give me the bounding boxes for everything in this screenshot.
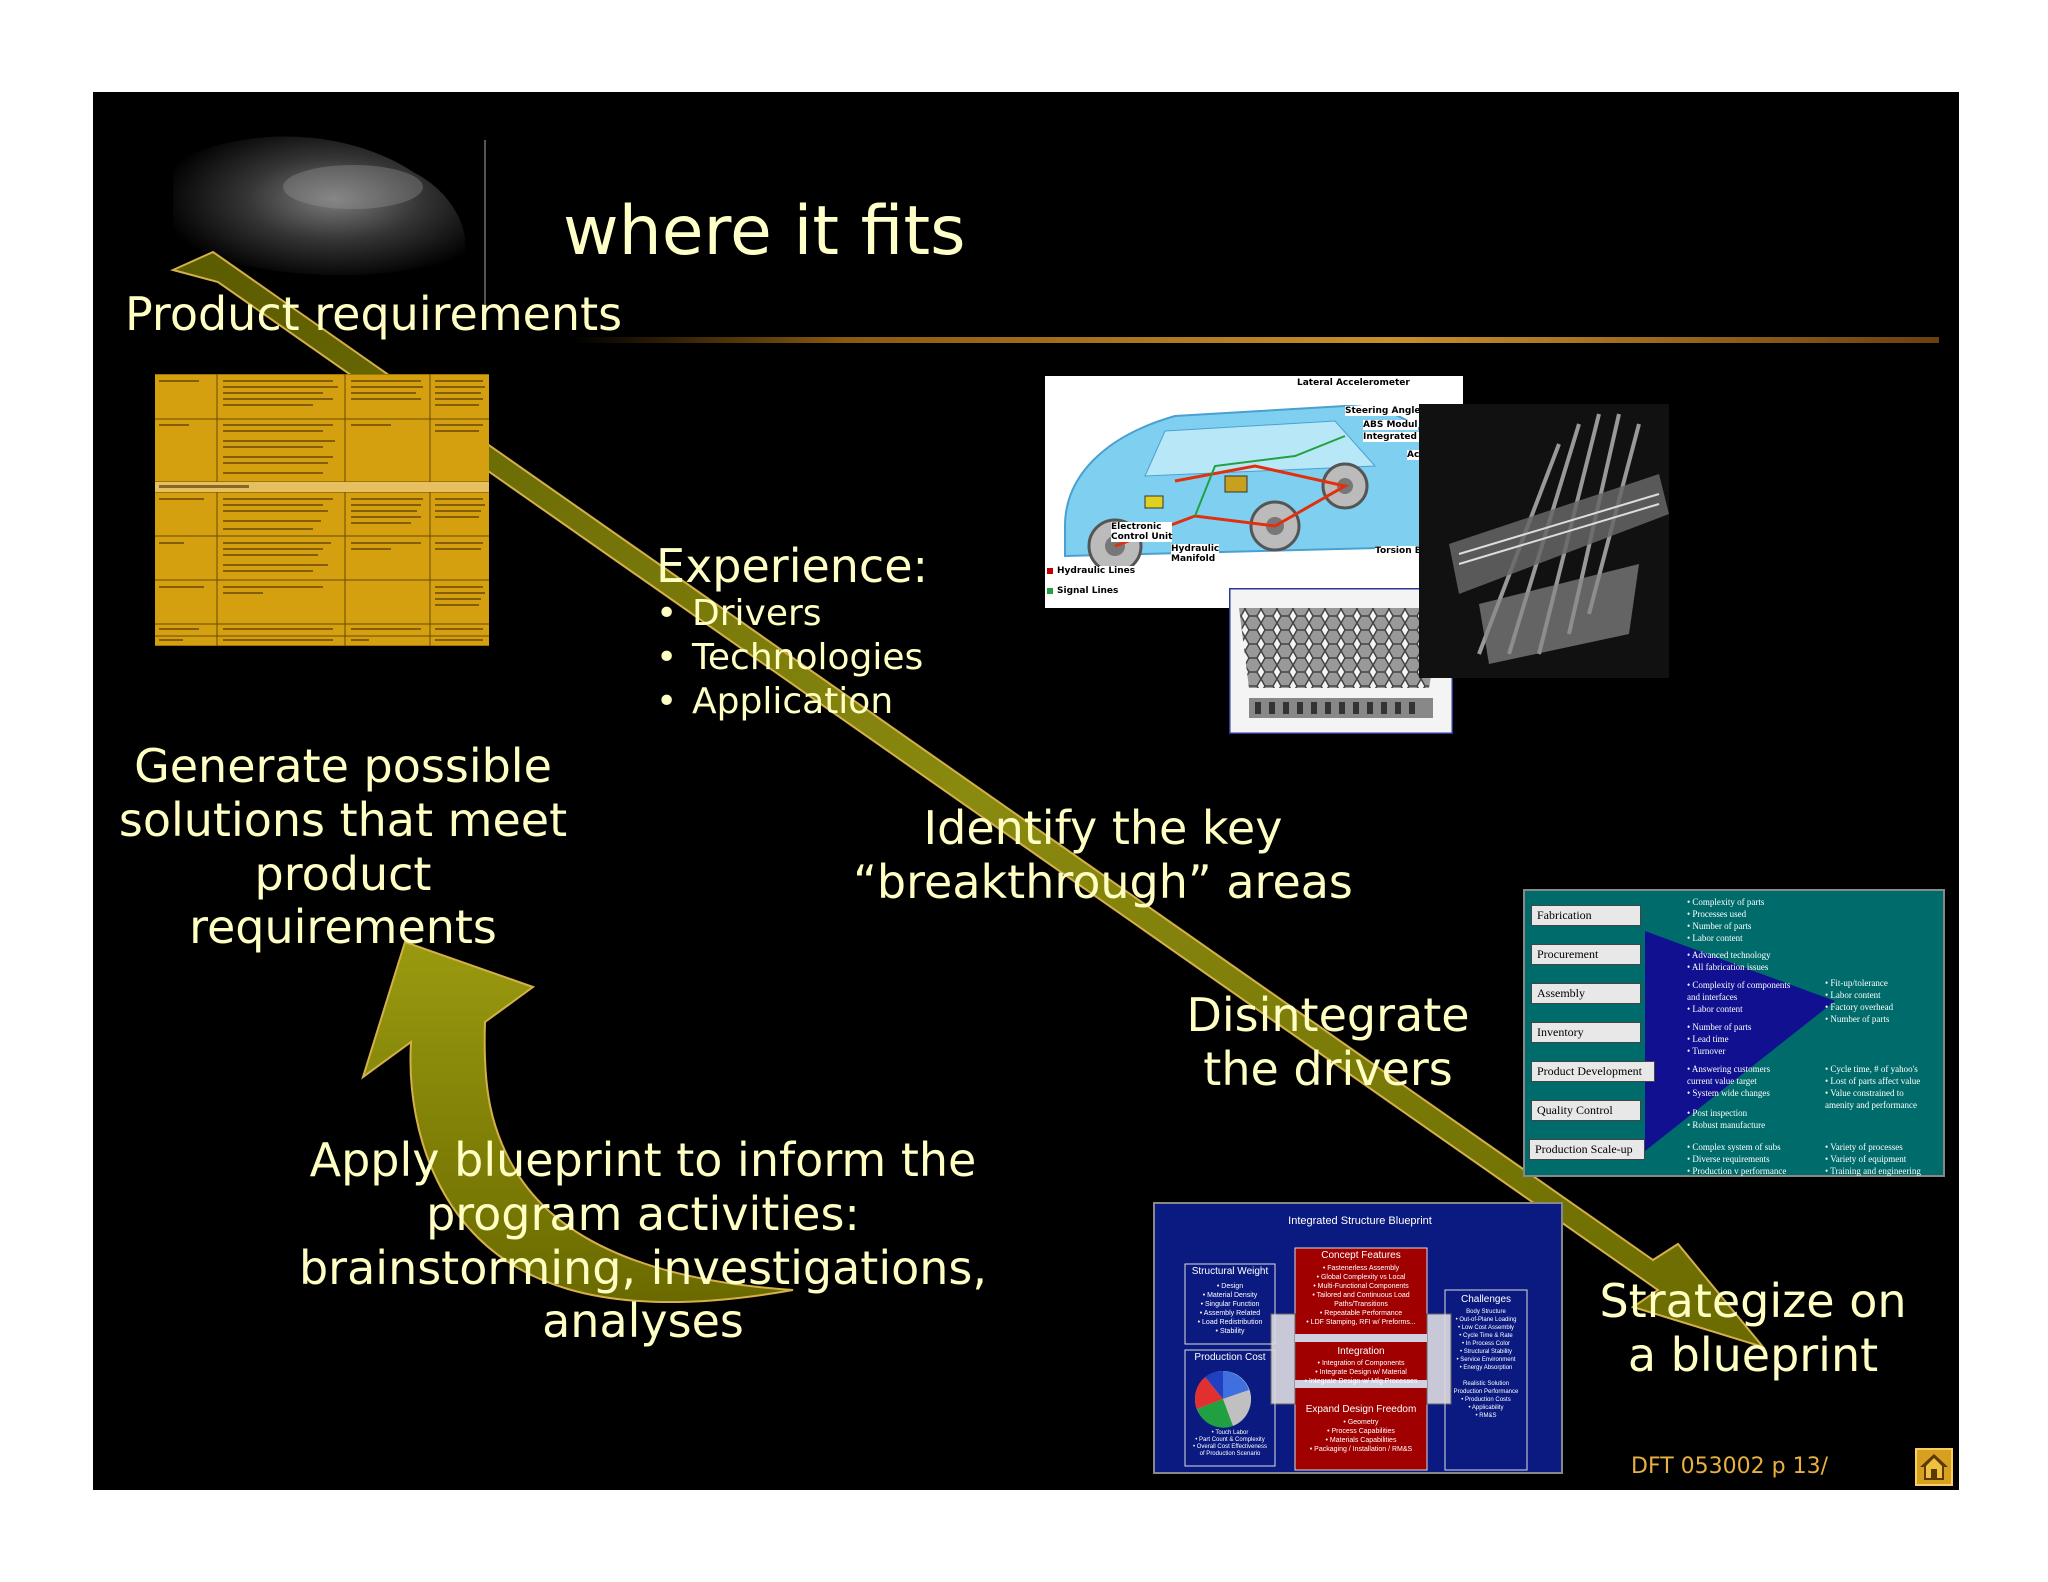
driver-right-note-2: • Variety of processes • Variety of equi… xyxy=(1825,1142,1921,1176)
driver-right-note-0: • Fit-up/tolerance • Labor content • Fac… xyxy=(1825,978,1894,1024)
slide-title: where it fits xyxy=(563,192,966,271)
driver-note-3: • Number of parts • Lead time • Turnover xyxy=(1687,1022,1752,1056)
driver-label-quality-control: Quality Control xyxy=(1531,1100,1641,1121)
home-icon[interactable] xyxy=(1915,1448,1953,1486)
driver-note-6: • Complex system of subs • Diverse requi… xyxy=(1687,1142,1787,1176)
blueprint-expand: Expand Design Freedom xyxy=(1305,1404,1417,1415)
composite-structure-photo xyxy=(1419,404,1669,678)
car-photo-icon xyxy=(173,136,466,276)
experience-item-drivers: Drivers xyxy=(656,592,923,636)
blueprint-structural-weight: Structural Weight xyxy=(1191,1266,1269,1277)
slide: where it fits Product requirements xyxy=(93,92,1959,1490)
title-underline xyxy=(573,337,1939,343)
driver-label-inventory: Inventory xyxy=(1531,1022,1641,1043)
legend-hydraulic: Hydraulic Lines xyxy=(1057,566,1136,576)
strategize-blueprint-text: Strategize on a blueprint xyxy=(1599,1274,1907,1382)
footer-page-ref: DFT 053002 p 13/ xyxy=(1631,1454,1828,1479)
legend-signal: Signal Lines xyxy=(1057,586,1119,596)
vehicle-label-steering: Steering Angle xyxy=(1345,406,1421,416)
blueprint-integration: Integration xyxy=(1337,1346,1385,1357)
vehicle-label-manifold: Hydraulic Manifold xyxy=(1171,544,1220,564)
driver-note-0: • Complexity of parts • Processes used •… xyxy=(1687,897,1765,943)
vehicle-label-integrated: Integrated C xyxy=(1363,432,1427,442)
blueprint-production-cost: Production Cost xyxy=(1194,1352,1266,1363)
experience-item-technologies: Technologies xyxy=(656,636,923,680)
experience-list: Drivers Technologies Application xyxy=(656,592,923,724)
driver-right-note-1: • Cycle time, # of yahoo's • Lost of par… xyxy=(1825,1064,1921,1110)
disintegrate-drivers-text: Disintegrate the drivers xyxy=(1186,988,1470,1096)
drivers-table: Fabrication Procurement Assembly Invento… xyxy=(1523,889,1945,1177)
blueprint-concept-features: Concept Features xyxy=(1321,1250,1401,1261)
driver-note-4: • Answering customers current value targ… xyxy=(1687,1064,1771,1098)
honeycomb-panel-image xyxy=(1229,588,1453,734)
driver-note-1: • Advanced technology • All fabrication … xyxy=(1687,950,1771,972)
vehicle-label-torsion: Torsion B xyxy=(1375,546,1422,556)
blueprint-integration-items: • Integration of Components • Integrate … xyxy=(1304,1360,1418,1385)
vehicle-label-ac: Ac xyxy=(1407,450,1420,460)
driver-label-assembly: Assembly xyxy=(1531,983,1641,1004)
experience-heading: Experience: xyxy=(656,539,929,593)
generate-solutions-text: Generate possible solutions that meet pr… xyxy=(118,739,568,955)
feedback-curve-arrow xyxy=(361,940,794,1304)
vehicle-label-ecu: Electronic Control Unit xyxy=(1111,522,1173,542)
requirements-table-image xyxy=(155,374,489,646)
driver-note-5: • Post inspection • Robust manufacture xyxy=(1687,1108,1766,1130)
blueprint-challenges: Challenges xyxy=(1460,1294,1512,1305)
identify-breakthrough-text: Identify the key “breakthrough” areas xyxy=(853,801,1353,909)
vehicle-system-diagram: Lateral Accelerometer Steering Angle ABS… xyxy=(1045,376,1463,608)
vehicle-label-abs: ABS Modul xyxy=(1363,420,1418,430)
driver-label-fabrication: Fabrication xyxy=(1531,905,1641,926)
apply-blueprint-text: Apply blueprint to inform the program ac… xyxy=(298,1133,987,1349)
product-requirements-label: Product requirements xyxy=(125,287,623,341)
blueprint-structural-weight-items: • Design • Material Density • Singular F… xyxy=(1197,1283,1263,1335)
slide-graphics xyxy=(170,136,1939,1349)
blueprint-challenges-items: Body Structure • Out-of-Plane Loading • … xyxy=(1453,1309,1519,1419)
driver-label-procurement: Procurement xyxy=(1531,944,1641,965)
experience-item-application: Application xyxy=(656,680,923,724)
driver-note-2: • Complexity of components and interface… xyxy=(1687,980,1791,1014)
vehicle-label-lateral: Lateral Accelerometer xyxy=(1297,378,1410,388)
integrated-structure-blueprint: Integrated Structure Blueprint Structura… xyxy=(1153,1202,1563,1474)
blueprint-expand-items: • Geometry • Process Capabilities • Mate… xyxy=(1309,1419,1413,1453)
driver-label-product-development: Product Development xyxy=(1531,1061,1655,1082)
blueprint-title: Integrated Structure Blueprint xyxy=(1288,1215,1432,1227)
blueprint-production-cost-items: • Touch Labor • Part Count & Complexity … xyxy=(1192,1430,1268,1457)
driver-label-production-scale-up: Production Scale-up xyxy=(1529,1139,1645,1160)
blueprint-concept-items: • Fastenerless Assembly • Global Complex… xyxy=(1306,1265,1416,1326)
